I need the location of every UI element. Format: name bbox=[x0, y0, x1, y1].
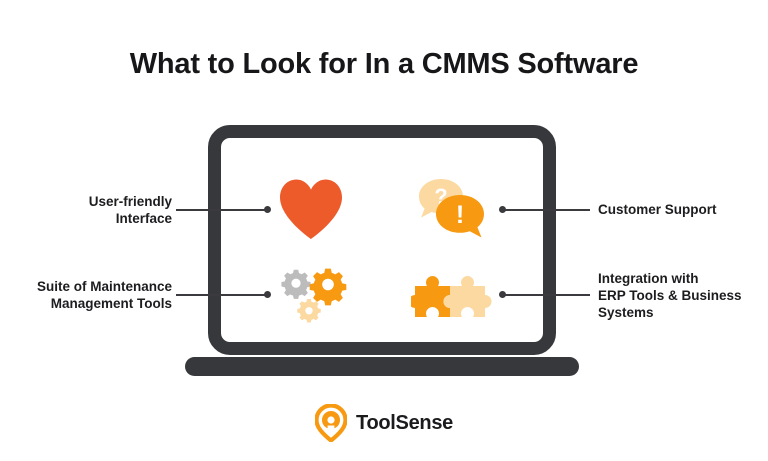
svg-text:!: ! bbox=[456, 201, 464, 229]
connector-line-customer-support bbox=[504, 209, 590, 211]
toolsense-logo: ToolSense bbox=[0, 404, 768, 442]
puzzle-piece-left bbox=[408, 276, 450, 317]
label-integration: Integration with ERP Tools & Business Sy… bbox=[598, 271, 742, 320]
logo-wordmark: ToolSense bbox=[356, 411, 453, 434]
connector-dot-customer-support bbox=[499, 206, 506, 213]
laptop-screen-frame bbox=[208, 125, 556, 355]
speech-bubble-exclamation: ! bbox=[436, 195, 484, 238]
label-user-friendly-interface: User-friendly Interface bbox=[88, 194, 172, 226]
location-pin-icon bbox=[315, 404, 348, 442]
connector-line-maintenance-tools bbox=[176, 294, 268, 296]
connector-dot-maintenance-tools bbox=[264, 291, 271, 298]
laptop-base bbox=[185, 357, 579, 376]
connector-line-user-friendly-interface bbox=[176, 209, 268, 211]
label-customer-support: Customer Support bbox=[598, 202, 717, 217]
connector-dot-integration bbox=[499, 291, 506, 298]
heart-icon bbox=[278, 178, 344, 240]
gear-gray bbox=[281, 269, 311, 299]
puzzle-pieces-icon bbox=[408, 270, 493, 326]
gear-orange bbox=[309, 268, 347, 306]
gear-pale bbox=[297, 299, 321, 323]
puzzle-piece-right bbox=[443, 276, 492, 317]
speech-bubbles-icon: ? ! bbox=[418, 178, 492, 240]
connector-dot-user-friendly-interface bbox=[264, 206, 271, 213]
page-title: What to Look for In a CMMS Software bbox=[129, 48, 639, 80]
gears-icon bbox=[276, 266, 350, 328]
connector-line-integration bbox=[504, 294, 590, 296]
label-maintenance-tools: Suite of Maintenance Management Tools bbox=[36, 279, 172, 311]
